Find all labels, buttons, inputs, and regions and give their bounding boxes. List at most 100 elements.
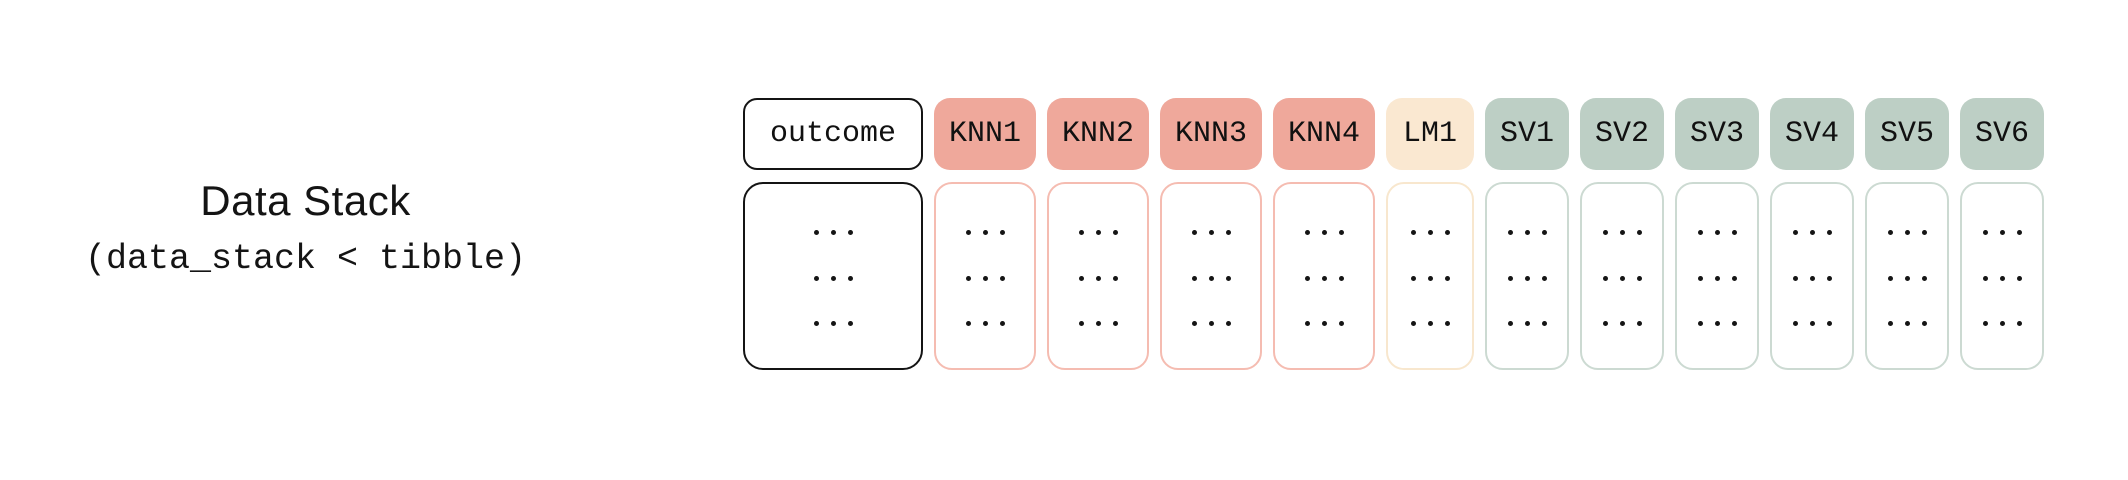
column-lm1: LM1 <box>1386 98 1474 370</box>
ellipsis-dot <box>1321 230 1327 236</box>
ellipsis-dot <box>1427 275 1433 281</box>
ellipsis-dot <box>1444 230 1450 236</box>
ellipsis-dot <box>1714 230 1720 236</box>
data-stack-title: Data Stack <box>200 177 411 224</box>
ellipsis-dot <box>982 230 988 236</box>
column-label-knn1: KNN1 <box>948 117 1021 151</box>
ellipsis-dot <box>1714 320 1720 326</box>
ellipsis-dot <box>1809 230 1815 236</box>
ellipsis-dot <box>1225 320 1231 326</box>
ellipsis-dot <box>1507 275 1513 281</box>
column-body-sv6 <box>1960 182 2044 370</box>
ellipsis-dot <box>1792 275 1798 281</box>
column-header-knn2: KNN2 <box>1047 98 1149 170</box>
column-sv1: SV1 <box>1485 98 1569 370</box>
column-body-knn1 <box>934 182 1036 370</box>
ellipsis-dot <box>1338 275 1344 281</box>
ellipsis-dot <box>1208 230 1214 236</box>
ellipsis-dot <box>1112 320 1118 326</box>
column-header-sv2: SV2 <box>1580 98 1664 170</box>
ellipsis-dot <box>1904 275 1910 281</box>
column-header-lm1: LM1 <box>1386 98 1474 170</box>
ellipsis-dot <box>1697 320 1703 326</box>
column-body-sv4 <box>1770 182 1854 370</box>
ellipsis-row <box>1697 320 1737 326</box>
ellipsis-dot <box>2016 320 2022 326</box>
column-label-outcome: outcome <box>769 117 897 151</box>
column-sv4: SV4 <box>1770 98 1854 370</box>
ellipsis-dot <box>1887 275 1893 281</box>
ellipsis-dot <box>1904 320 1910 326</box>
ellipsis-dot <box>1887 230 1893 236</box>
column-body-knn3 <box>1160 182 1262 370</box>
ellipsis-dot <box>982 275 988 281</box>
ellipsis-dot <box>830 275 836 281</box>
column-knn1: KNN1 <box>934 98 1036 370</box>
ellipsis-dot <box>1792 230 1798 236</box>
column-sv6: SV6 <box>1960 98 2044 370</box>
ellipsis-dot <box>1999 275 2005 281</box>
ellipsis-dot <box>847 230 853 236</box>
ellipsis-dot <box>1636 320 1642 326</box>
ellipsis-dot <box>1731 275 1737 281</box>
ellipsis-row <box>1410 275 1450 281</box>
ellipsis-row <box>1507 275 1547 281</box>
column-sv2: SV2 <box>1580 98 1664 370</box>
column-label-knn2: KNN2 <box>1061 117 1134 151</box>
ellipsis-dot <box>1982 275 1988 281</box>
ellipsis-dot <box>999 230 1005 236</box>
ellipsis-dot <box>1731 320 1737 326</box>
data-stack-caption: Data Stack (data_stack < tibble) <box>53 177 558 279</box>
ellipsis-dot <box>813 230 819 236</box>
ellipsis-dot <box>1602 275 1608 281</box>
ellipsis-dot <box>1921 275 1927 281</box>
ellipsis-dot <box>1191 275 1197 281</box>
ellipsis-dot <box>1507 320 1513 326</box>
ellipsis-dot <box>1078 320 1084 326</box>
ellipsis-row <box>1078 230 1118 236</box>
ellipsis-dot <box>1304 230 1310 236</box>
ellipsis-dot <box>1078 230 1084 236</box>
ellipsis-dot <box>1338 230 1344 236</box>
ellipsis-dot <box>1095 320 1101 326</box>
ellipsis-dot <box>1191 230 1197 236</box>
ellipsis-row <box>1982 275 2022 281</box>
ellipsis-row <box>1887 230 1927 236</box>
column-body-lm1 <box>1386 182 1474 370</box>
ellipsis-row <box>1602 275 1642 281</box>
ellipsis-dot <box>965 230 971 236</box>
ellipsis-dot <box>1636 275 1642 281</box>
ellipsis-dot <box>1541 320 1547 326</box>
ellipsis-row <box>965 320 1005 326</box>
column-knn2: KNN2 <box>1047 98 1149 370</box>
column-label-sv5: SV5 <box>1879 117 1934 151</box>
column-knn3: KNN3 <box>1160 98 1262 370</box>
ellipsis-row <box>1507 320 1547 326</box>
ellipsis-dot <box>1619 230 1625 236</box>
ellipsis-dot <box>965 275 971 281</box>
ellipsis-dot <box>1636 230 1642 236</box>
ellipsis-dot <box>1112 230 1118 236</box>
column-sv3: SV3 <box>1675 98 1759 370</box>
ellipsis-dot <box>813 320 819 326</box>
column-header-sv4: SV4 <box>1770 98 1854 170</box>
ellipsis-dot <box>1619 275 1625 281</box>
column-label-knn4: KNN4 <box>1287 117 1360 151</box>
ellipsis-dot <box>1887 320 1893 326</box>
ellipsis-row <box>1697 230 1737 236</box>
ellipsis-dot <box>1982 230 1988 236</box>
ellipsis-row <box>813 320 853 326</box>
column-header-outcome: outcome <box>743 98 923 170</box>
ellipsis-dot <box>1208 275 1214 281</box>
ellipsis-row <box>1792 230 1832 236</box>
ellipsis-dot <box>1507 230 1513 236</box>
ellipsis-dot <box>1921 230 1927 236</box>
column-outcome: outcome <box>743 98 923 370</box>
ellipsis-dot <box>847 320 853 326</box>
ellipsis-dot <box>999 275 1005 281</box>
column-body-sv5 <box>1865 182 1949 370</box>
ellipsis-dot <box>813 275 819 281</box>
column-knn4: KNN4 <box>1273 98 1375 370</box>
